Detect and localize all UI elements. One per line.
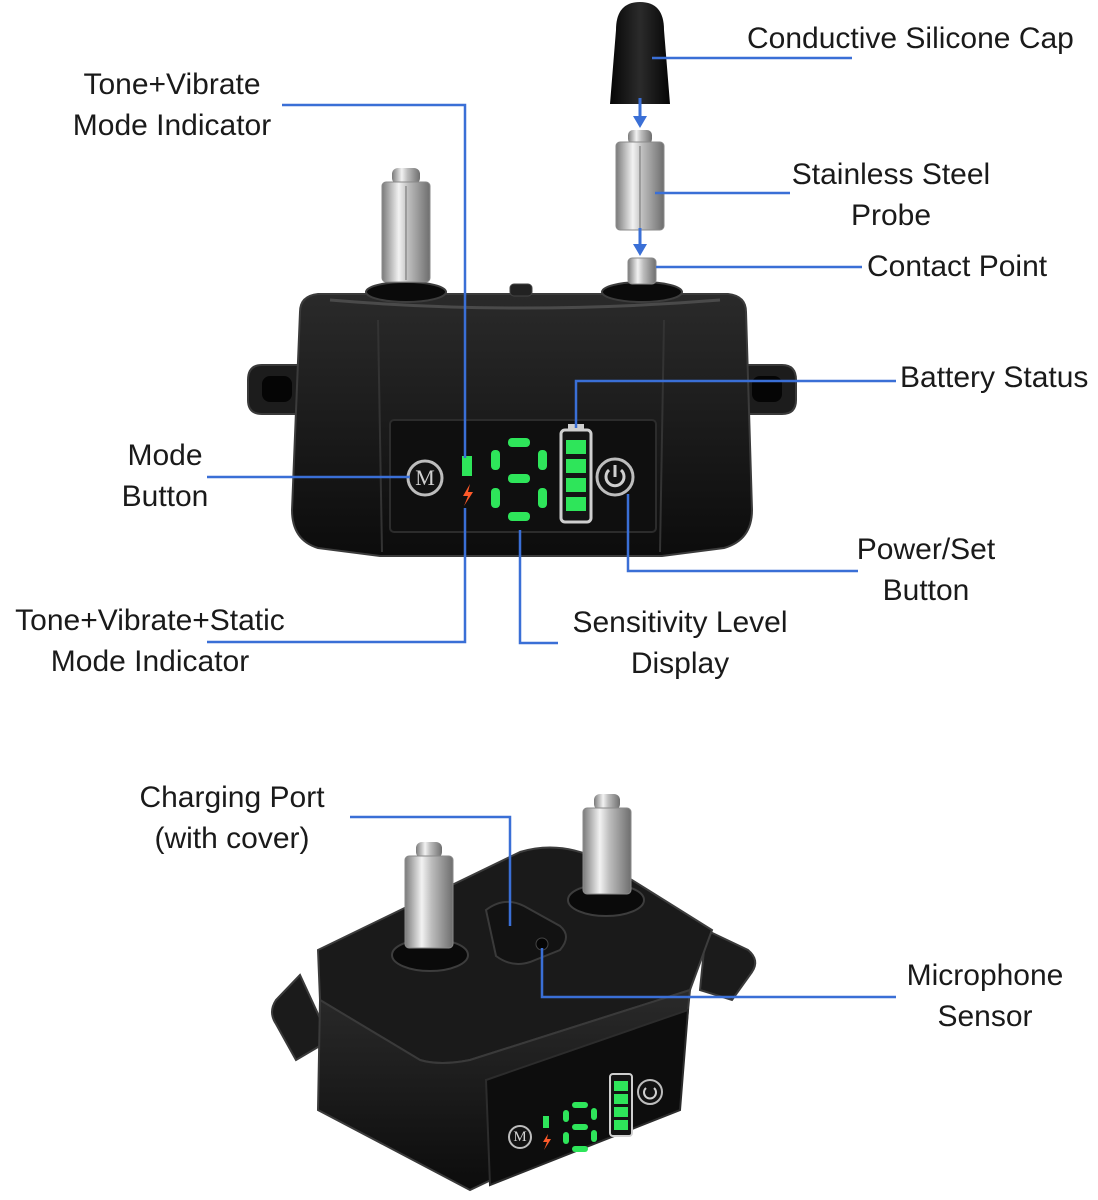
- label-tone-vibrate-static-line2: Mode Indicator: [50, 645, 250, 678]
- label-tone-vibrate-static: Tone+Vibrate+Static Mode Indicator: [0, 600, 300, 682]
- housing-top-rim: [329, 298, 721, 310]
- leader-microphone: [540, 948, 896, 999]
- label-sensitivity: Sensitivity Level Display: [560, 602, 800, 684]
- label-stainless-probe-line2: Probe: [850, 199, 932, 232]
- label-battery-status-text: Battery Status: [900, 361, 1089, 394]
- housing-edge-left: [377, 319, 383, 553]
- center-stud: [509, 283, 533, 297]
- bottom-left-lug: [271, 973, 332, 1062]
- label-charging-port-line1: Charging Port: [139, 781, 325, 814]
- label-tone-vibrate-line2: Mode Indicator: [72, 109, 272, 142]
- right-probe-base: [601, 281, 683, 303]
- bottom-right-lug: [698, 928, 757, 1002]
- bottom-front-panel: [484, 1008, 690, 1187]
- bottom-battery-bar: [614, 1081, 628, 1091]
- leader-lines: [207, 56, 896, 999]
- bottom-left-probe-shaft: [404, 855, 454, 949]
- bottom-mode-button-glyph: M: [513, 1129, 527, 1145]
- bottom-device: [271, 794, 757, 1192]
- bottom-sensitivity-digit: [563, 1102, 597, 1152]
- label-stainless-probe: Stainless Steel Probe: [786, 154, 996, 236]
- exploded-probe-assembly: [610, 2, 670, 256]
- conductive-silicone-cap: [610, 2, 670, 104]
- label-microphone: Microphone Sensor: [890, 955, 1080, 1037]
- bottom-power-button[interactable]: [637, 1079, 663, 1105]
- arrow-head-icon: [633, 244, 647, 256]
- bottom-battery-bar: [614, 1094, 628, 1104]
- sensitivity-digit: [491, 438, 547, 521]
- battery-bar-4: [566, 497, 586, 511]
- label-tone-vibrate-static-line1: Tone+Vibrate+Static: [15, 604, 285, 637]
- label-microphone-line2: Sensor: [937, 1000, 1033, 1033]
- leader-battery-status: [574, 379, 896, 428]
- right-strap-slot: [752, 376, 782, 402]
- label-contact-point-text: Contact Point: [867, 250, 1048, 283]
- battery-bar-2: [566, 459, 586, 473]
- bottom-bolt-icon: [543, 1134, 551, 1150]
- label-power-set-line2: Button: [882, 574, 970, 607]
- label-mode-button-line1: Mode: [127, 439, 203, 472]
- contact-point-stub: [627, 257, 657, 285]
- label-sensitivity-line1: Sensitivity Level: [572, 606, 788, 639]
- label-contact-point: Contact Point: [867, 246, 1047, 287]
- leader-power-set: [626, 494, 858, 573]
- static-bolt-icon: [463, 484, 473, 506]
- left-probe-base: [365, 281, 447, 303]
- label-charging-port: Charging Port (with cover): [122, 777, 342, 859]
- bottom-battery-bar: [614, 1107, 628, 1117]
- label-tone-vibrate-line1: Tone+Vibrate: [83, 68, 261, 101]
- bottom-tone-led: [543, 1116, 549, 1128]
- bottom-left-probe-tip: [416, 842, 442, 858]
- label-mode-button-line2: Button: [121, 480, 209, 513]
- tone-vibrate-led: [462, 456, 472, 476]
- label-microphone-line1: Microphone: [906, 959, 1064, 992]
- bottom-battery-bar: [614, 1120, 628, 1130]
- leader-tone-vibrate-static: [207, 508, 467, 644]
- bottom-power-icon: [643, 1087, 657, 1100]
- left-strap-slot: [262, 376, 292, 402]
- label-mode-button: Mode Button: [100, 435, 230, 517]
- label-stainless-probe-line1: Stainless Steel: [791, 158, 991, 191]
- bottom-mode-button[interactable]: [508, 1125, 532, 1149]
- leader-sensitivity: [518, 530, 558, 645]
- bottom-right-probe-tip: [594, 794, 620, 810]
- top-device: [247, 168, 797, 557]
- label-tone-vibrate: Tone+Vibrate Mode Indicator: [52, 64, 292, 146]
- steel-probe-tip: [628, 130, 652, 144]
- power-icon: [604, 468, 626, 488]
- battery-bar-3: [566, 478, 586, 492]
- leader-charging-port: [350, 815, 512, 926]
- label-power-set-line1: Power/Set: [856, 533, 996, 566]
- label-conductive-cap: Conductive Silicone Cap: [747, 18, 1074, 59]
- arrow-head-icon: [633, 116, 647, 128]
- battery-bar-1: [566, 440, 586, 454]
- label-conductive-cap-text: Conductive Silicone Cap: [747, 22, 1074, 55]
- label-battery-status: Battery Status: [900, 357, 1088, 398]
- bottom-right-probe-shaft: [582, 807, 632, 895]
- left-probe-tip: [392, 168, 420, 184]
- label-sensitivity-line2: Display: [630, 647, 730, 680]
- leader-tone-vibrate: [282, 103, 467, 458]
- housing-edge-right: [659, 319, 665, 553]
- label-charging-port-line2: (with cover): [154, 822, 310, 855]
- label-power-set: Power/Set Button: [836, 529, 1016, 611]
- mode-button-glyph: M: [415, 465, 435, 490]
